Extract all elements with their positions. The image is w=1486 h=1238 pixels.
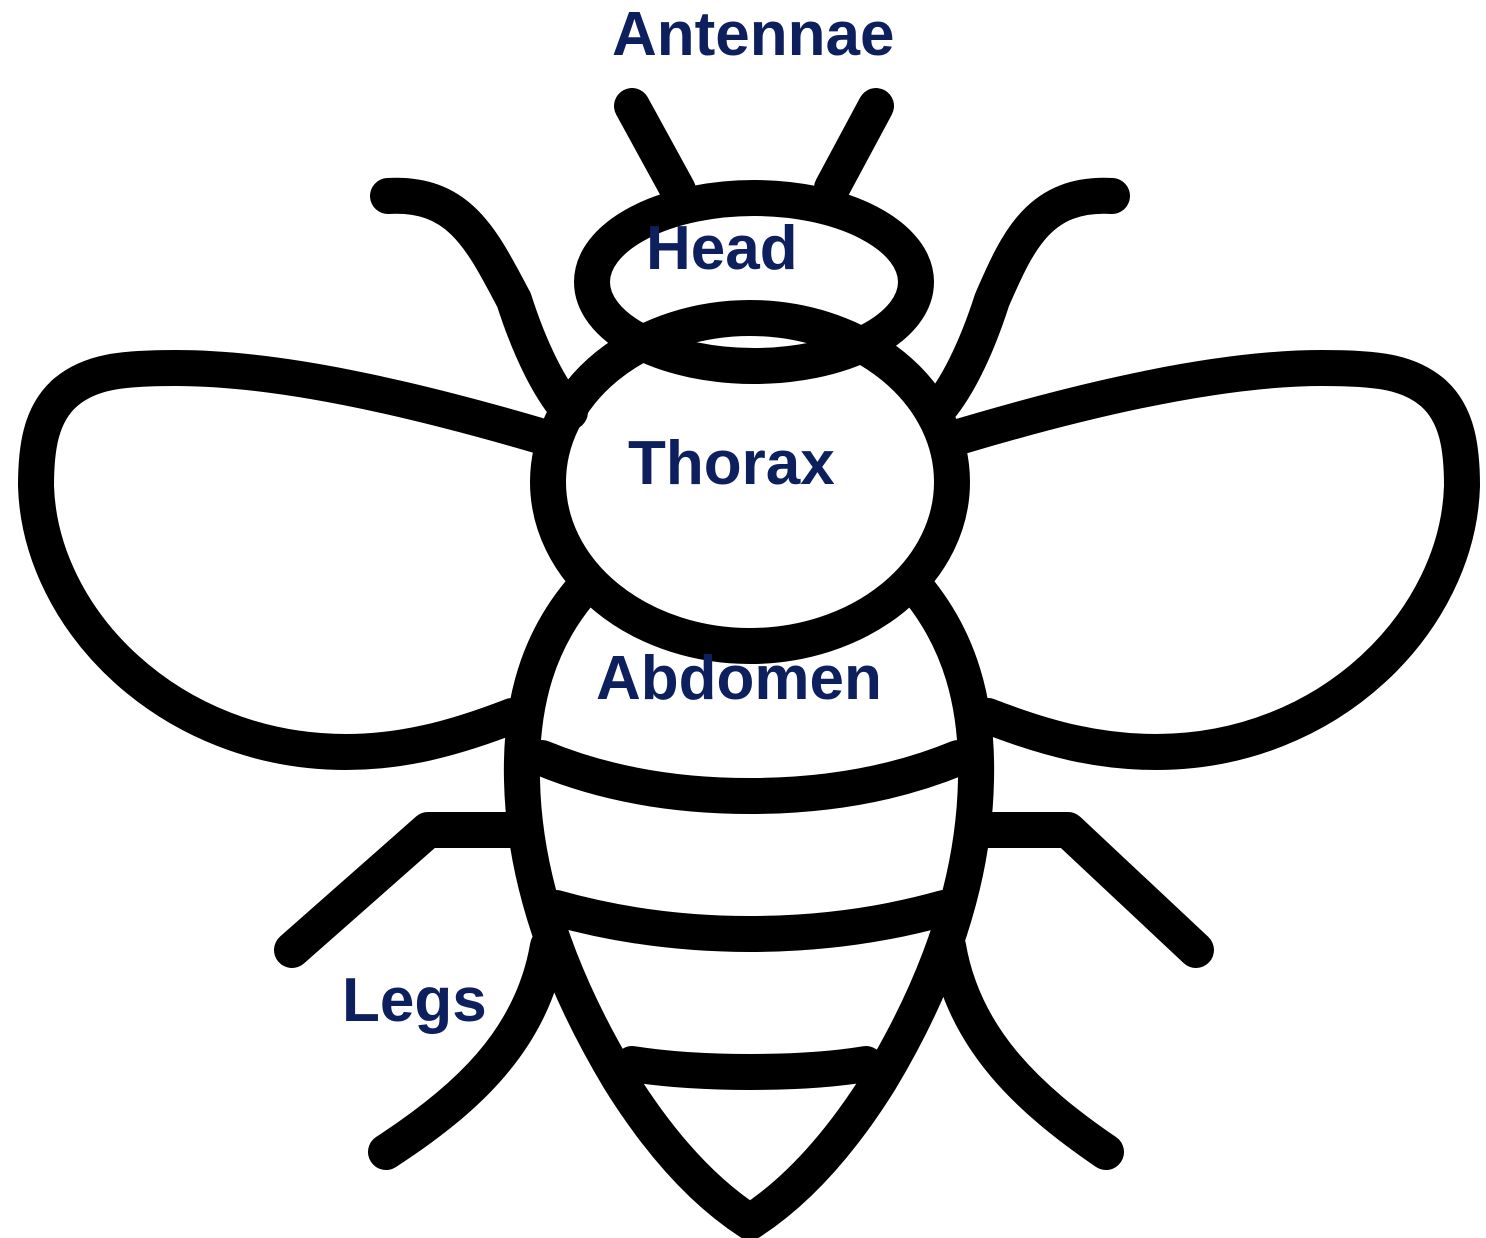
head-label: Head [646, 218, 798, 280]
thorax-label: Thorax [628, 433, 835, 495]
middle-leg-right [986, 830, 1196, 950]
front-leg-left [388, 196, 570, 412]
front-leg-right [936, 196, 1112, 412]
hind-leg-right [948, 946, 1106, 1152]
hind-legs [386, 946, 1106, 1152]
antenna-right [832, 106, 876, 188]
antenna-left [632, 106, 678, 190]
middle-leg-left [292, 830, 512, 950]
abdomen-stripe-1 [542, 758, 958, 796]
abdomen-stripe-2 [556, 908, 944, 934]
legs-label: Legs [342, 970, 487, 1032]
antennae-label: Antennae [612, 4, 894, 66]
abdomen-stripe-3 [632, 1064, 866, 1072]
antennae [632, 106, 876, 190]
wing-right [962, 368, 1462, 752]
wing-left [36, 368, 540, 752]
abdomen-label: Abdomen [596, 648, 882, 710]
